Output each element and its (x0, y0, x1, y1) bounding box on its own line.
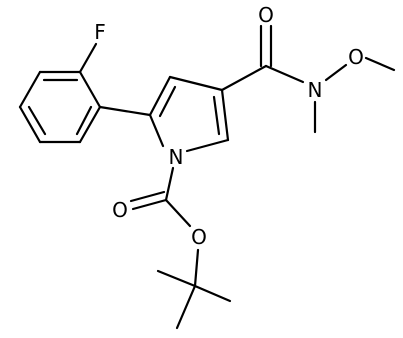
atom-label: O (112, 198, 128, 222)
bond (193, 284, 232, 303)
bond-double-inner (158, 85, 177, 118)
bond (78, 70, 102, 109)
bond (156, 269, 197, 288)
atom-pyrrole-nitrogen: N (169, 145, 184, 169)
atom-label: O (191, 225, 207, 249)
bond (168, 75, 224, 92)
bond (78, 105, 102, 144)
atom-amide-carbonyl-oxygen: O (258, 3, 274, 27)
bond (264, 64, 305, 84)
atom-ester-carbonyl-oxygen: O (112, 198, 128, 222)
atom-label: O (348, 45, 364, 69)
bond (148, 75, 172, 117)
bond-double-inner (75, 105, 93, 136)
atom-amide-nitrogen: N (308, 78, 323, 102)
bond-double (131, 198, 168, 211)
bond (364, 56, 396, 72)
bonds (18, 24, 396, 330)
bond (18, 70, 42, 109)
atom-label: F (94, 20, 106, 44)
bond (148, 113, 165, 148)
bond (175, 284, 197, 330)
bond (193, 248, 200, 288)
atom-label: N (308, 78, 323, 102)
atom-label: O (258, 3, 274, 27)
bond (18, 105, 42, 144)
atom-methoxy-oxygen: O (348, 45, 364, 69)
atom-label: N (169, 145, 184, 169)
atom-labels: F N O N O O O (94, 3, 364, 249)
bond-double-inner (212, 95, 221, 136)
bond (220, 64, 268, 92)
bond-double-inner (27, 105, 47, 136)
bond (164, 166, 175, 202)
bond-double (129, 190, 166, 203)
bond (98, 105, 152, 117)
atom-fluorine: F (94, 20, 106, 44)
bond (220, 88, 230, 142)
bond (78, 42, 98, 74)
atom-ester-oxygen: O (191, 225, 207, 249)
bond (164, 198, 192, 228)
bond (185, 138, 230, 153)
bond (324, 63, 348, 82)
